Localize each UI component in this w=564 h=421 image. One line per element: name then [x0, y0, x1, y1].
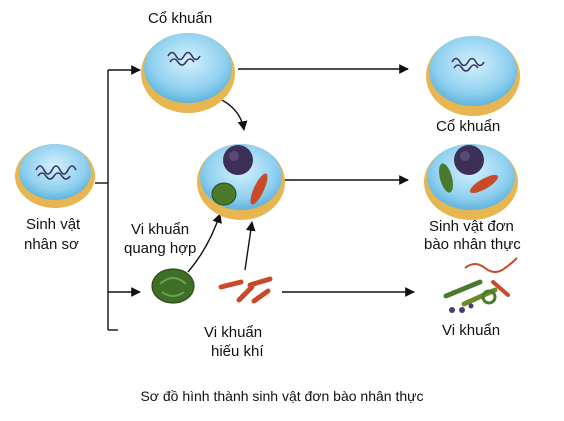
engulfed-chloroplast: [211, 182, 237, 206]
arrow-photo-to-host: [187, 213, 222, 273]
prokaryote-cell: [15, 144, 95, 208]
label-eukaryote-line2: bào nhân thực: [424, 236, 521, 253]
photosynthetic-bacterium: [151, 268, 195, 304]
mitochondrion: [469, 174, 499, 194]
nucleus: [454, 145, 484, 175]
dna-coil: [35, 165, 77, 180]
aerobic-bacteria: [218, 276, 273, 304]
diagram-caption: Sơ đồ hình thành sinh vật đơn bào nhân t…: [140, 388, 424, 404]
label-eukaryote-line1: Sinh vật đơn: [429, 218, 514, 235]
arrow-archaea-to-host: [221, 99, 248, 131]
eukaryote-cell: [424, 144, 518, 220]
arrow-aerobic-to-host: [244, 221, 256, 271]
bacteria-cluster: [443, 257, 518, 313]
engulfed-mitochondrion: [250, 173, 268, 205]
label-prokaryote-line2: nhân sơ: [24, 236, 79, 253]
label-bacteria-right: Vi khuẩn: [442, 322, 501, 339]
label-aerobic-bacteria-line2: hiếu khí: [211, 343, 264, 360]
label-aerobic-bacteria-line1: Vi khuẩn: [204, 324, 263, 341]
archaea-cell-right: [426, 36, 520, 116]
chloroplast: [439, 163, 453, 193]
archaea-cell-top: [141, 33, 235, 113]
label-photo-bacteria-line2: quang hợp: [124, 240, 197, 257]
label-photo-bacteria-line1: Vi khuẩn: [131, 221, 190, 238]
nucleus: [223, 145, 253, 175]
label-archaea-top: Cổ khuẩn: [148, 10, 213, 27]
host-cell: [197, 144, 285, 220]
connector-lines: [95, 64, 415, 331]
label-archaea-right: Cổ khuẩn: [436, 118, 501, 135]
label-prokaryote-line1: Sinh vật: [26, 216, 81, 233]
